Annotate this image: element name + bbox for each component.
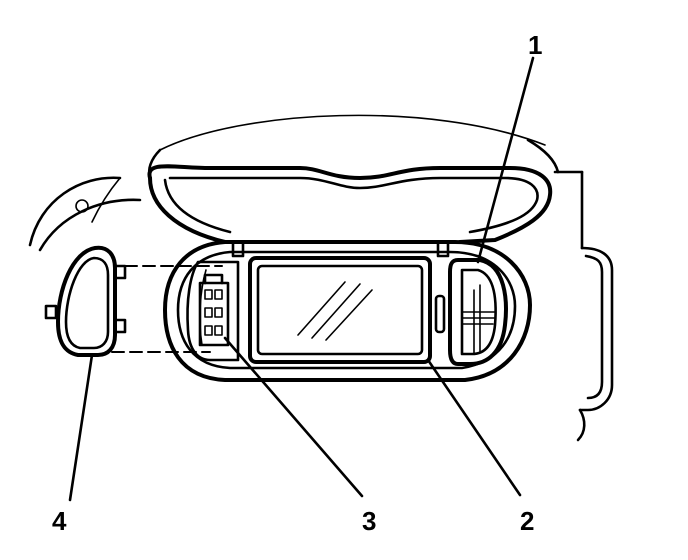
leader-lines [68,56,535,502]
leader-1 [476,56,535,264]
visor-housing [147,164,553,382]
mirror-glass [248,256,432,364]
callout-4: 4 [52,506,67,536]
leader-4 [68,353,94,502]
callout-3: 3 [362,506,376,536]
right-lamp-lens [448,258,508,366]
callout-1: 1 [528,30,542,60]
alignment-lines [111,265,223,353]
leader-3 [223,336,364,498]
lens-cover [44,245,127,357]
leader-2 [426,358,522,497]
lamp-socket [198,273,230,347]
callout-2: 2 [520,506,534,536]
